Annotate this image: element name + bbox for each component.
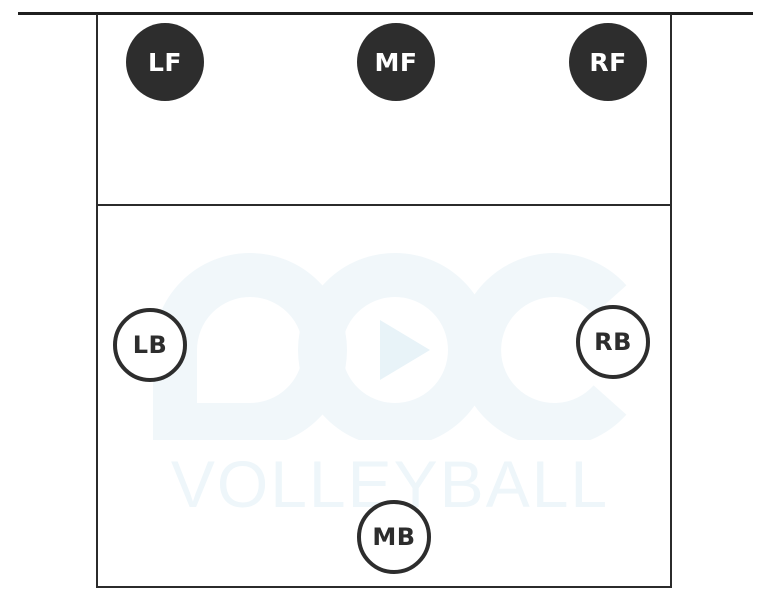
player-rf: RF: [569, 23, 647, 101]
net-line: [18, 12, 753, 15]
player-lb: LB: [113, 308, 187, 382]
court-boundary: [96, 14, 672, 588]
player-mf: MF: [357, 23, 435, 101]
attack-line: [96, 204, 672, 206]
player-lf: LF: [126, 23, 204, 101]
player-mb: MB: [357, 500, 431, 574]
player-rb: RB: [576, 305, 650, 379]
